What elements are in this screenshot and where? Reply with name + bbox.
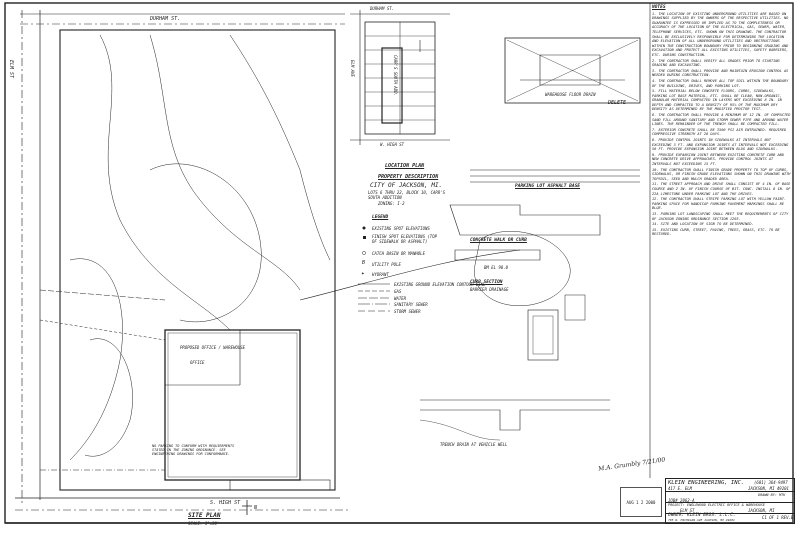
note-item: 9. PROVIDE EXPANSION JOINT BETWEEN EXIST… [652,152,784,166]
floor-drain-title: WAREHOUSE FLOOR DRAIN [545,92,596,97]
owner-name: OWNER: KLEIN BROS. L.L.C. [668,513,736,518]
walk-detail-title: CONCRETE WALK OR CURB [470,238,527,243]
legend-item: STORM SEWER [394,309,421,314]
street-durham: DURHAM ST. [150,16,181,22]
property-description-title: PROPERTY DESCRIPTION [378,174,439,180]
note-item: 4. THE CONTRACTOR SHALL REMOVE ALL TOP S… [652,78,789,88]
note-item: 3. THE CONTRACTOR SHALL PROVIDE AND MAIN… [652,68,789,78]
north-label: N [254,505,258,511]
street-elm: ELM ST [8,60,14,79]
note-item: 11. THE STREET APPROACH AND DRIVE SHALL … [652,182,791,196]
firm-phone: (601) 364-9497 [754,480,788,485]
trench-detail-title: TRENCH DRAIN AT VEHICLE WELL [440,442,508,447]
sheet-number: C1 OF 1 REV.B [762,515,794,520]
note-item: 6. THE CONTRACTOR SHALL PROVIDE A MINIMU… [652,113,791,127]
curb-detail-sub: BARRIER DRAINAGE [470,287,509,292]
loc-street-bottom: W. HIGH ST [380,142,405,147]
legend-item: UTILITY POLE [372,262,401,267]
curb-detail-title: CURB SECTION [470,280,503,285]
note-item: 15. EXISTING CURB, STREET, PAVING, TREES… [652,227,780,237]
svg-text:✦: ✦ [361,270,365,277]
firm-address: 417 E. ELM [668,486,693,491]
site-plan-note: NO PARKING TO CONFORM WITH REQUIREMENTS … [152,444,235,457]
stamp-date: AUG 1 2 2000 [626,500,656,505]
legend-item: EXISTING GROUND ELEVATION CONTOUR LINE [394,282,486,287]
legend-item: WATER [394,296,407,301]
delete-note: DELETE [608,100,627,106]
benchmark-label: BM EL 98.0 [484,265,509,270]
note-item: 10. THE CONTRACTOR SHALL FINISH GRADE PR… [652,167,791,181]
project-city: JACKSON, MI [748,508,775,513]
notes-title: NOTES [652,5,666,10]
note-item: 7. EXTERIOR CONCRETE SHALL BE 3500 PSI A… [652,127,787,137]
loc-lot-label: CARR'S SOUTH ADD. [393,55,398,96]
project-name: PROJECT: ENGLEWOOD ELECTRIC OFFICE & WAR… [668,503,765,507]
property-lots: LOTS 6 THRU 22, BLOCK 10, CARR'S [368,190,446,195]
note-item: 14. SITE AND LOCATION OF SIGN TO BE DETE… [652,222,754,227]
title-block: KLEIN ENGINEERING, INC. (601) 364-9497 4… [665,478,795,524]
svg-text:B: B [362,260,365,266]
note-item: 2. THE CONTRACTOR SHALL VERIFY ALL GRADE… [652,58,780,68]
loc-street-left: ELM AVE [350,60,355,77]
note-item: 13. PARKING LOT LANDSCAPING SHALL MEET T… [652,211,789,221]
note-item: 12. THE CONTRACTOR SHALL STRIPE PARKING … [652,197,787,211]
approval-stamp: AUG 1 2 2000 [620,487,662,517]
street-high: S. HIGH ST [210,500,241,506]
site-plan-title: SITE PLAN [188,512,221,519]
office-label: OFFICE [190,360,205,365]
property-addition: SOUTH ADDITION [368,195,402,200]
job-number: JOB# 2062-A [668,498,695,503]
project-street: ELM ST [680,508,695,513]
note-item: 8. PROVIDE CONTROL JOINTS IN SIDEWALKS A… [652,138,789,152]
building-label: PROPOSED OFFICE / WAREHOUSE [180,345,246,350]
legend-item: CATCH BASIN OR MANHOLE [372,251,425,256]
location-plan-title: LOCATION PLAN [385,163,425,169]
drawn-by: DRAWN BY: MTK [758,493,786,497]
legend-item: SANITARY SEWER [394,302,428,307]
firm-name: KLEIN ENGINEERING, INC. [668,480,745,486]
site-plan-scale: SCALE: 1"=30' [188,521,220,526]
legend-item: EXISTING SPOT ELEVATIONS [372,226,430,231]
parking-detail-title: PARKING LOT ASPHALT BASE [515,184,581,189]
property-zoning: ZONING: I-2 [378,201,405,206]
legend-item: FINISH SPOT ELEVATIONS (TOP OF SIDEWALK … [372,234,438,244]
loc-street-top: DURHAM ST. [370,6,395,11]
note-item: 1. THE LOCATION OF EXISTING UNDERGROUND … [652,11,789,57]
legend-item: HYDRANT [372,272,389,277]
legend-item: GAS [394,289,402,294]
property-city: CITY OF JACKSON, MI. [370,182,443,189]
note-item: 5. FILL MATERIAL BELOW CONCRETE FLOORS, … [652,89,782,112]
firm-city: JACKSON, MI 49201 [748,486,789,491]
legend-title: LEGEND [372,215,389,220]
owner-address: 705 W. MICHIGAN AVE JACKSON, MI 49201 [668,518,735,522]
general-notes: NOTES 1. THE LOCATION OF EXISTING UNDERG… [652,5,792,238]
